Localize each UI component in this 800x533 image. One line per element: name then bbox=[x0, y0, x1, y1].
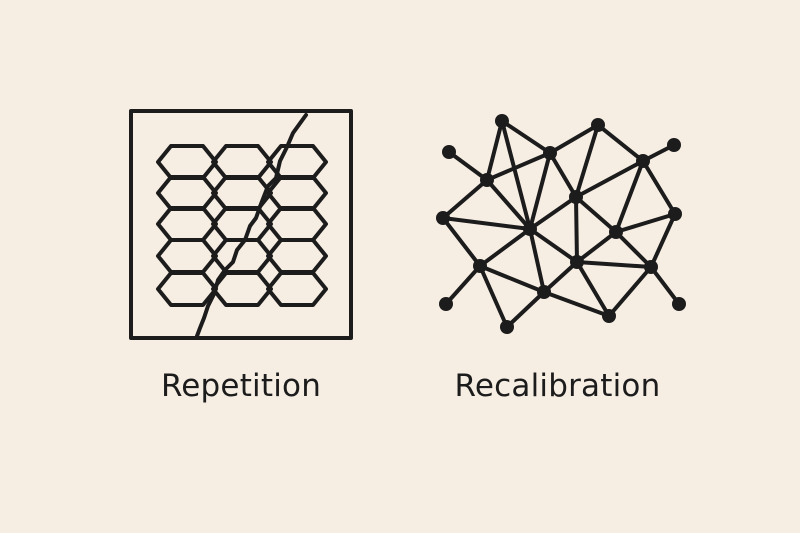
hexagon-cell bbox=[211, 271, 273, 307]
network-node bbox=[667, 138, 681, 152]
network-edge bbox=[505, 290, 546, 329]
hexagon-cell bbox=[156, 271, 218, 307]
network-edge bbox=[542, 260, 579, 294]
network-edge bbox=[641, 159, 677, 216]
connected-node-network-icon bbox=[436, 114, 686, 334]
hexagon-cell bbox=[266, 175, 328, 211]
network-edge bbox=[574, 195, 618, 234]
network-edge bbox=[607, 265, 653, 318]
network-node bbox=[591, 118, 605, 132]
network-edge bbox=[548, 151, 578, 199]
repetition-label: Repetition bbox=[160, 368, 322, 404]
network-edge bbox=[528, 227, 579, 264]
network-node bbox=[439, 297, 453, 311]
network-edge bbox=[574, 159, 645, 199]
network-node bbox=[672, 297, 686, 311]
network-edge bbox=[478, 264, 546, 294]
crack-line bbox=[195, 113, 308, 338]
network-node bbox=[570, 255, 584, 269]
network-edge bbox=[528, 227, 546, 294]
network-node bbox=[495, 114, 509, 128]
network-edges bbox=[441, 119, 681, 329]
hexagon-cell bbox=[211, 144, 273, 180]
network-nodes bbox=[436, 114, 686, 334]
square-frame bbox=[129, 109, 353, 340]
network-node bbox=[500, 320, 514, 334]
network-node bbox=[537, 285, 551, 299]
network-edge bbox=[574, 195, 579, 264]
network-node bbox=[480, 173, 494, 187]
recalibration-label: Recalibration bbox=[454, 368, 661, 404]
network-edge bbox=[649, 265, 681, 306]
network-edge bbox=[614, 159, 645, 234]
network-edge bbox=[614, 230, 653, 269]
network-edge bbox=[500, 119, 552, 155]
hexagon-cell bbox=[156, 175, 218, 211]
network-edge bbox=[575, 260, 653, 269]
network-node bbox=[442, 145, 456, 159]
network-edge bbox=[528, 151, 552, 231]
network-edge bbox=[649, 212, 677, 269]
network-edge bbox=[441, 216, 532, 231]
network-node bbox=[436, 211, 450, 225]
network-node bbox=[473, 259, 487, 273]
network-edge bbox=[575, 260, 611, 318]
network-edge bbox=[596, 123, 645, 163]
network-node bbox=[644, 260, 658, 274]
hexagon-cell bbox=[156, 206, 218, 242]
network-edge bbox=[485, 119, 504, 182]
network-edge bbox=[574, 123, 600, 199]
network-edge bbox=[575, 230, 618, 264]
hexagon-cell bbox=[266, 206, 328, 242]
network-edge bbox=[441, 178, 489, 220]
network-edge bbox=[478, 264, 509, 329]
network-edge bbox=[500, 119, 532, 231]
network-edge bbox=[528, 195, 578, 231]
hexagon-cell bbox=[156, 144, 218, 180]
network-edge bbox=[447, 150, 489, 182]
network-node bbox=[523, 222, 537, 236]
network-edge bbox=[548, 123, 600, 155]
cracked-hexagon-grid-icon bbox=[129, 109, 353, 340]
hexagon-grid bbox=[156, 144, 328, 307]
hexagon-cell bbox=[266, 238, 328, 274]
network-node bbox=[668, 207, 682, 221]
network-node bbox=[569, 190, 583, 204]
network-edge bbox=[485, 151, 552, 182]
network-node bbox=[636, 154, 650, 168]
network-edge bbox=[444, 264, 482, 306]
network-edge bbox=[478, 227, 532, 268]
network-edge bbox=[542, 290, 611, 318]
network-node bbox=[609, 225, 623, 239]
hexagon-cell bbox=[211, 206, 273, 242]
hexagon-cell bbox=[156, 238, 218, 274]
network-edge bbox=[441, 216, 482, 268]
network-node bbox=[602, 309, 616, 323]
hexagon-cell bbox=[266, 271, 328, 307]
network-node bbox=[543, 146, 557, 160]
network-edge bbox=[614, 212, 677, 234]
network-edge bbox=[485, 178, 532, 231]
